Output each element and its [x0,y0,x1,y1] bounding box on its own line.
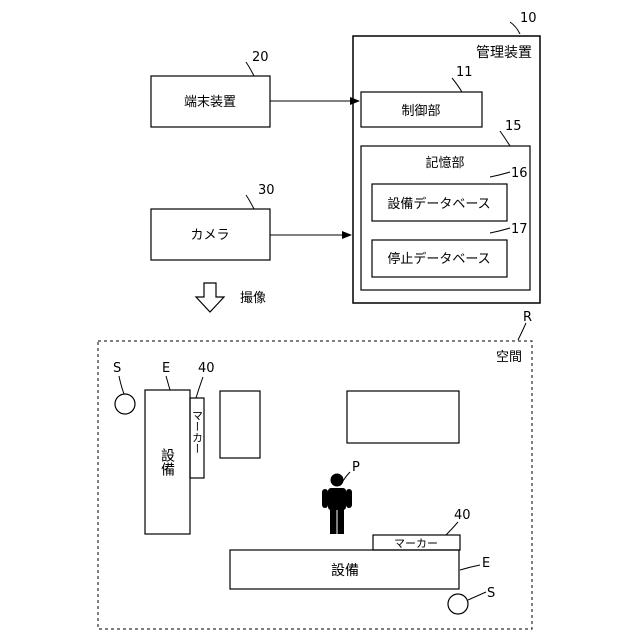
equipment-bottom-ref: E [482,556,490,571]
sensor-bottom-leader [468,592,486,600]
marker-bottom-ref: 40 [454,508,471,523]
object-tall [220,391,260,458]
sensor-bottom-ref: S [487,586,495,601]
terminal-device-label: 端末装置 [184,95,236,110]
marker-bottom-leader [446,522,458,535]
management-device-title: 管理装置 [476,45,532,61]
camera-label: カメラ [190,228,229,243]
storage-unit-ref: 15 [505,119,522,134]
person-leader [343,472,350,481]
control-unit-label: 制御部 [401,104,440,119]
space-boundary [98,341,532,629]
object-wide [347,391,459,443]
stop-database-label: 停止データベース [387,251,490,267]
person-ref: P [352,460,360,475]
marker-left-ref: 40 [198,361,215,376]
space-leader [518,323,526,340]
stop-database-ref: 17 [511,222,528,237]
marker-left-leader [196,377,203,398]
control-unit-leader [452,78,462,92]
space-title: 空間 [496,350,522,365]
sensor-left-ref: S [113,361,121,376]
equipment-database-leader [490,172,510,177]
capture-label: 撮像 [240,290,266,306]
marker-bottom-label: マーカー [394,537,438,550]
capture-arrow-icon [196,283,224,312]
equipment-bottom-label: 設備 [331,563,359,579]
camera-ref: 30 [258,183,275,198]
storage-unit-label: 記憶部 [425,155,464,171]
equipment-left-leader [166,376,170,390]
space-ref: R [523,310,532,325]
camera-leader [246,195,254,209]
marker-left-label: マーカー [191,410,204,454]
equipment-database-ref: 16 [511,166,528,181]
management-device-leader [510,22,520,34]
equipment-left-label: 設備 [159,448,175,476]
management-device-ref: 10 [520,11,537,26]
equipment-left-ref: E [162,361,170,376]
sensor-bottom [448,594,468,614]
sensor-left-leader [119,376,124,394]
stop-database-leader [490,228,510,233]
control-unit-ref: 11 [456,65,473,80]
equipment-bottom-leader [460,565,480,570]
equipment-database-label: 設備データベース [387,196,490,212]
terminal-device-ref: 20 [252,50,269,65]
person-icon [322,474,352,535]
sensor-left [115,394,135,414]
